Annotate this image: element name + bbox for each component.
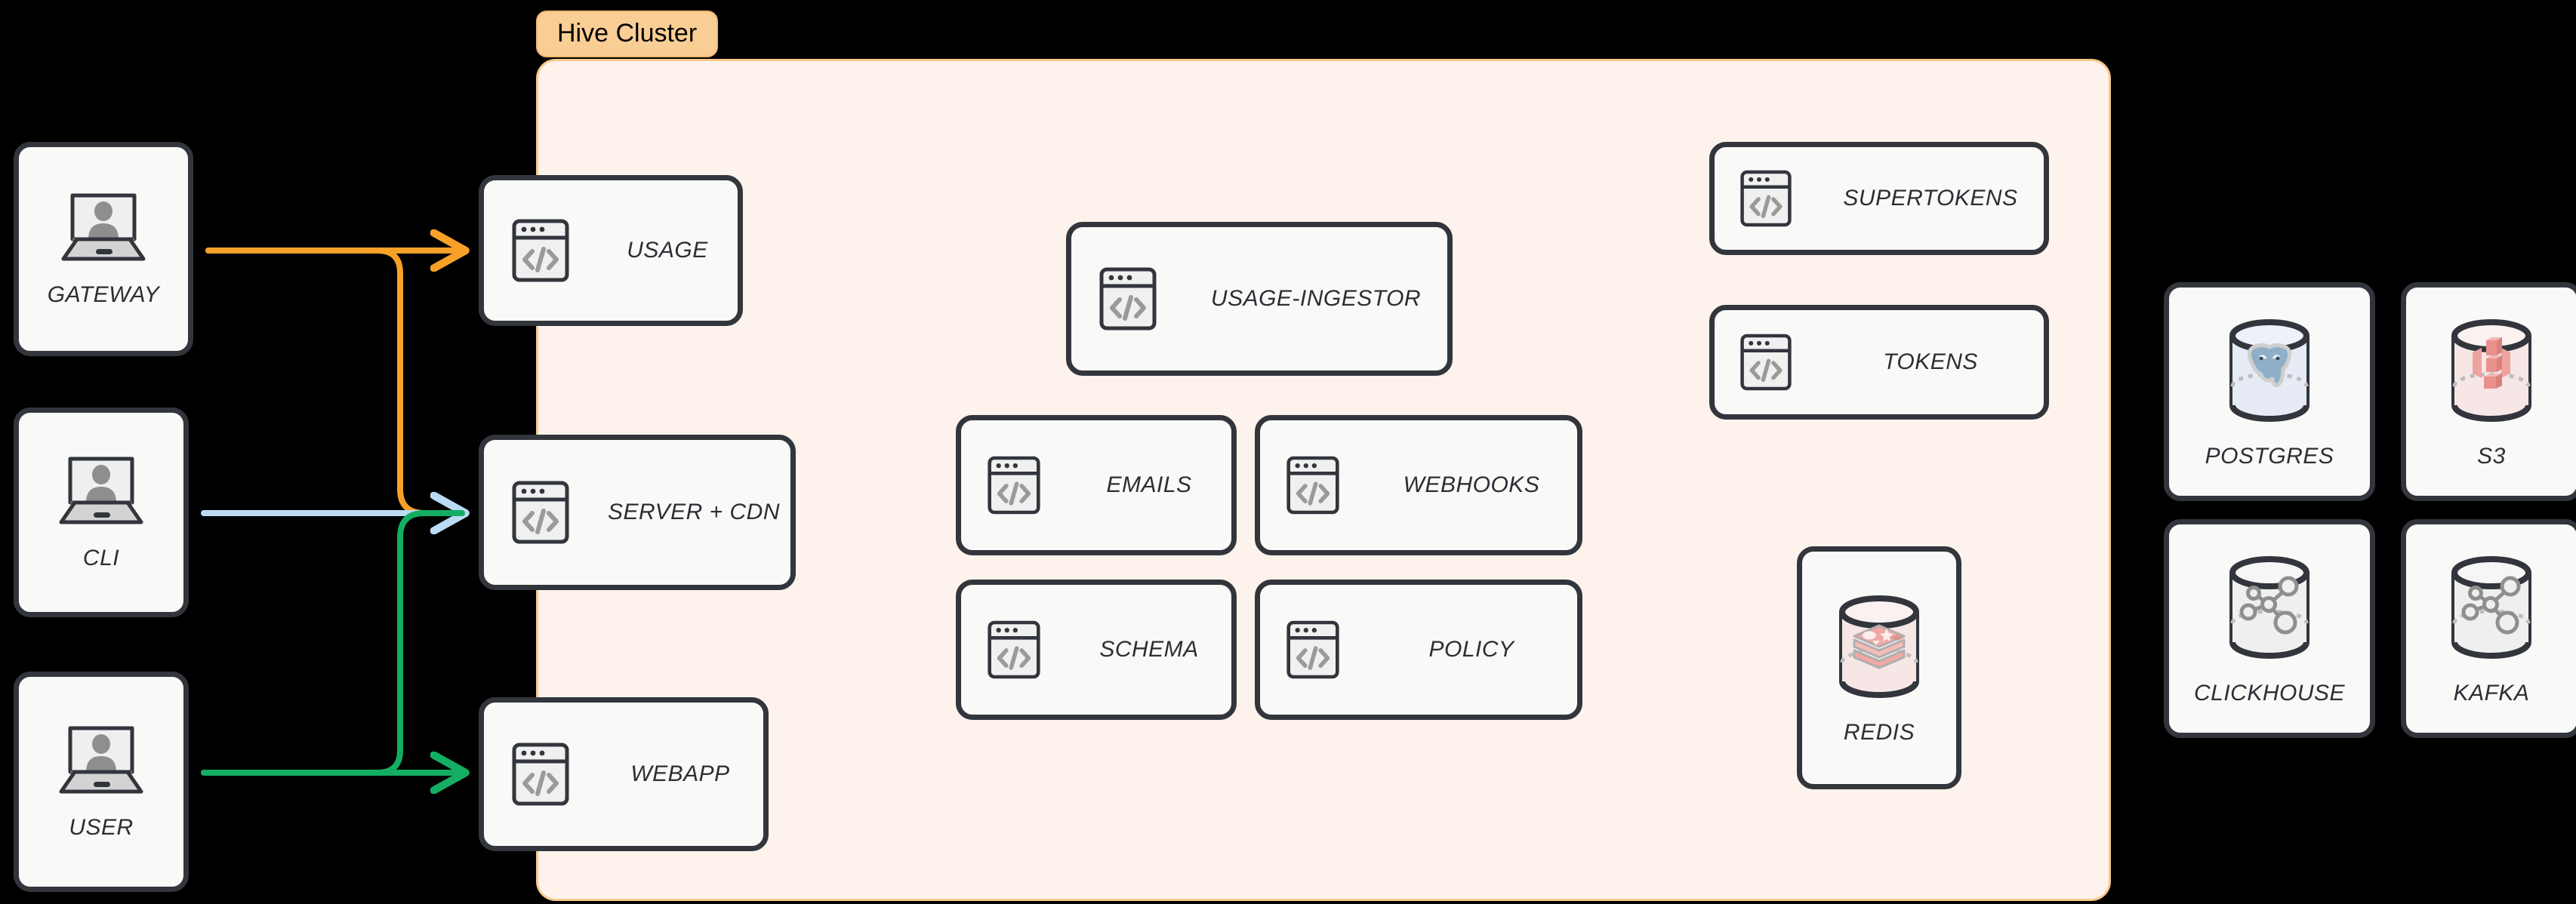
service-label-webapp: WEBAPP [630,761,730,786]
edge-user-to-server-cdn [201,510,465,776]
nodegraph-cylinder-icon [2436,552,2547,669]
datastore-card-s3[interactable]: S3 [2401,282,2576,501]
service-label-schema: SCHEMA [1099,637,1199,662]
hive-cluster-badge: Hive Cluster [536,11,719,57]
service-label-server-cdn: SERVER + CDN [607,500,780,524]
datastore-label-postgres: POSTGRES [2205,443,2334,469]
client-label-gateway: GATEWAY [47,281,160,307]
service-label-emails: EMAILS [1106,472,1192,497]
service-card-schema[interactable]: SCHEMA [956,580,1237,720]
code-window-icon [1715,333,1817,392]
code-window-icon [961,620,1067,680]
code-window-icon [1715,169,1817,228]
datastore-card-clickhouse[interactable]: CLICKHOUSE [2164,519,2375,738]
code-window-icon [961,455,1067,515]
code-window-icon [1260,455,1366,515]
service-card-usage[interactable]: USAGE [479,175,743,326]
code-window-icon [484,480,597,545]
client-card-gateway[interactable]: GATEWAY [14,142,193,356]
laptop-user-icon [52,454,150,533]
service-card-server-cdn[interactable]: SERVER + CDN [479,435,796,590]
datastore-card-redis[interactable]: REDIS [1797,546,1961,789]
code-window-icon [1071,266,1185,331]
postgres-cylinder-icon [2214,315,2325,432]
service-card-webapp[interactable]: WEBAPP [479,697,769,851]
redis-cylinder-icon [1824,591,1934,708]
code-window-icon [1260,620,1366,680]
datastore-label-kafka: KAFKA [2453,680,2530,706]
s3-cylinder-icon [2436,315,2547,432]
laptop-user-icon [52,724,150,803]
client-label-user: USER [69,814,134,840]
service-card-webhooks[interactable]: WEBHOOKS [1255,415,1582,555]
code-window-icon [484,218,597,283]
service-label-webhooks: WEBHOOKS [1403,472,1540,497]
client-label-cli: CLI [82,545,120,570]
service-label-usage: USAGE [627,238,708,263]
datastore-card-kafka[interactable]: KAFKA [2401,519,2576,738]
client-card-user[interactable]: USER [14,672,189,892]
edge-gateway-to-server-cdn [205,248,465,516]
nodegraph-cylinder-icon [2214,552,2325,669]
service-card-tokens[interactable]: TOKENS [1709,305,2049,420]
datastore-label-clickhouse: CLICKHOUSE [2193,680,2346,706]
code-window-icon [484,742,597,807]
service-label-supertokens: SUPERTOKENS [1843,186,2018,211]
client-card-cli[interactable]: CLI [14,407,189,617]
service-label-policy: POLICY [1428,637,1514,662]
datastore-label-redis: REDIS [1843,719,1915,745]
service-card-policy[interactable]: POLICY [1255,580,1582,720]
service-label-tokens: TOKENS [1883,349,1978,374]
service-label-usage-ingestor: USAGE-INGESTOR [1210,286,1422,311]
service-card-emails[interactable]: EMAILS [956,415,1237,555]
service-card-usage-ingestor[interactable]: USAGE-INGESTOR [1066,222,1453,376]
laptop-user-icon [54,191,153,270]
service-card-supertokens[interactable]: SUPERTOKENS [1709,142,2049,255]
datastore-card-postgres[interactable]: POSTGRES [2164,282,2375,501]
datastore-label-s3: S3 [2477,443,2506,469]
